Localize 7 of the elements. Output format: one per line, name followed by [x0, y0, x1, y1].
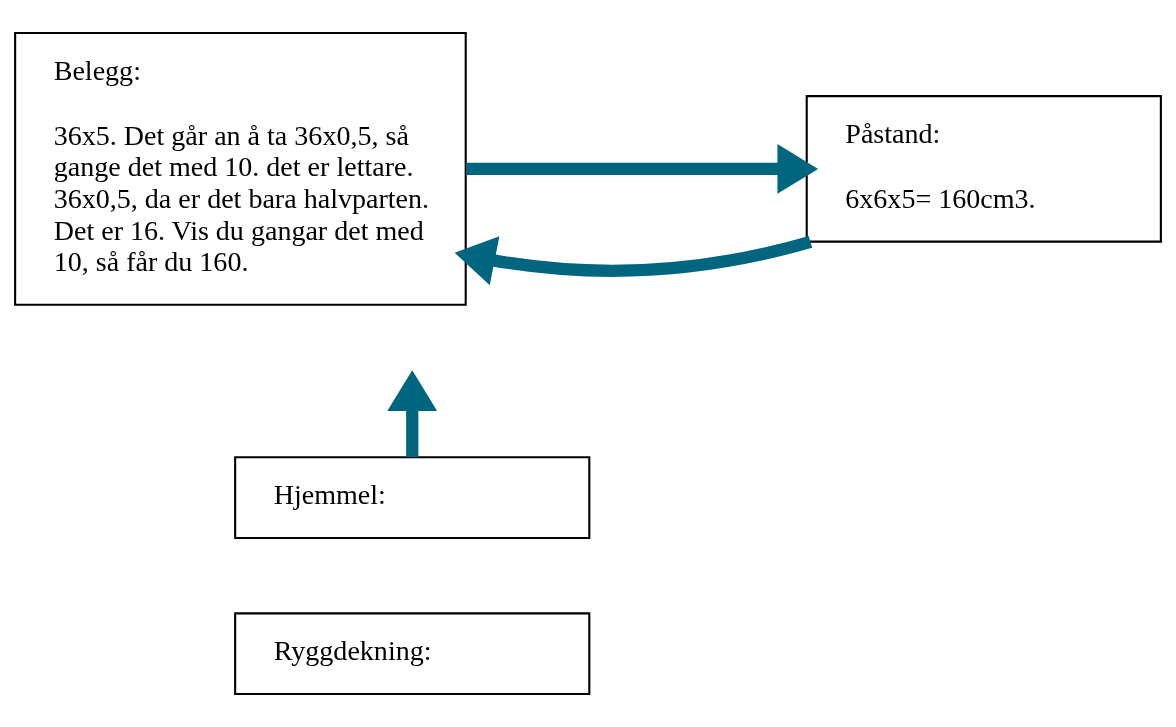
arrow — [454, 235, 813, 286]
node-box: Hjemmel: — [234, 456, 591, 539]
node-box: Belegg: 36x5. Det går an å ta 36x0,5, så gange det med 10. det er lettare. 36x0,5, da er det bara halvparten. Det er 16. Vis du gangar det med 10, så får du 160. — [14, 31, 467, 306]
node-box: Ryggdekning: — [234, 612, 591, 696]
arrow — [466, 144, 819, 194]
arrow — [387, 370, 438, 458]
node-box: Påstand: 6x6x5= 160cm3. — [805, 95, 1162, 243]
